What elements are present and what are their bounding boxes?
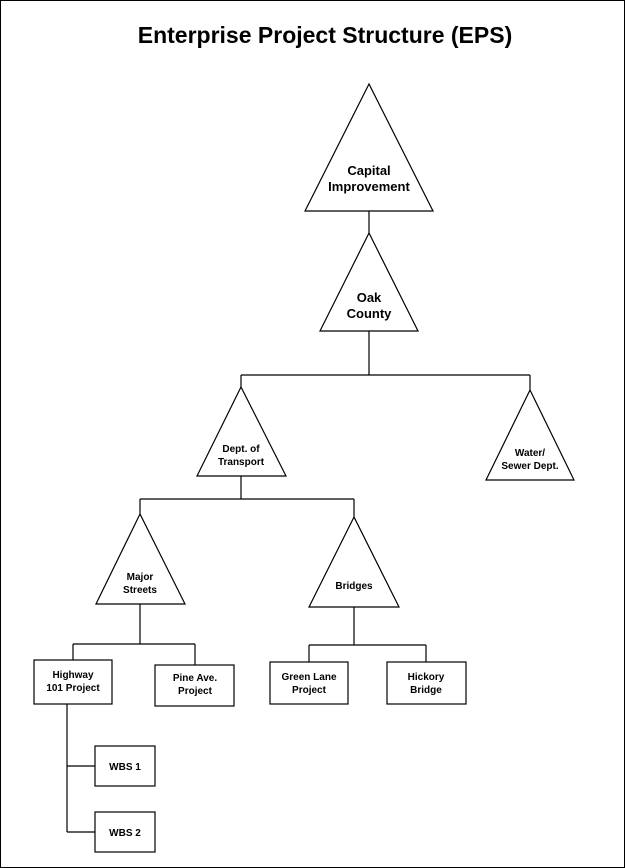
node-label-line-1: Bridges [335, 581, 373, 592]
connector-lines [66, 211, 531, 833]
node-label-line-1: Green Lane [281, 672, 336, 683]
eps-triangle [485, 388, 575, 481]
node-label-line-1: Dept. of [222, 444, 260, 455]
wbs-node-2[interactable]: WBS 2 [94, 811, 156, 853]
node-label-line-1: WBS 1 [109, 762, 141, 773]
eps-node-water-sewer-dept[interactable]: Water/ Sewer Dept. [485, 388, 575, 481]
node-label-line-2: Project [292, 685, 327, 696]
project-box [386, 661, 467, 705]
eps-node-oak-county[interactable]: Oak County [319, 231, 419, 332]
eps-triangle [304, 82, 434, 212]
node-label-line-2: Improvement [328, 179, 410, 194]
node-label-line-1: Hickory [408, 672, 445, 683]
node-label-line-1: Capital [347, 163, 390, 178]
project-node-pine-ave[interactable]: Pine Ave. Project [154, 664, 235, 707]
node-label-line-1: Highway [52, 670, 94, 681]
eps-node-capital-improvement[interactable]: Capital Improvement [304, 82, 434, 212]
eps-node-major-streets[interactable]: Major Streets [95, 512, 186, 605]
node-label-line-2: Sewer Dept. [501, 461, 558, 472]
project-node-green-lane[interactable]: Green Lane Project [269, 661, 349, 705]
eps-triangle [319, 231, 419, 332]
eps-node-dept-of-transport[interactable]: Dept. of Transport [196, 385, 287, 477]
node-label-line-2: Bridge [410, 685, 442, 696]
node-label-line-2: County [347, 306, 393, 321]
wbs-node-1[interactable]: WBS 1 [94, 745, 156, 787]
node-label-line-1: Major [127, 572, 154, 583]
eps-triangle [308, 515, 400, 608]
project-node-highway-101[interactable]: Highway 101 Project [33, 659, 113, 705]
wbs-box [94, 811, 156, 853]
node-label-line-1: Oak [357, 290, 382, 305]
diagram-title: Enterprise Project Structure (EPS) [137, 22, 513, 48]
node-label-line-2: Transport [218, 457, 265, 468]
node-label-line-2: Streets [123, 585, 157, 596]
project-box [154, 664, 235, 707]
project-box [269, 661, 349, 705]
node-label-line-1: Water/ [515, 448, 545, 459]
node-label-line-2: 101 Project [46, 683, 100, 694]
eps-triangle [196, 385, 287, 477]
node-label-line-1: WBS 2 [109, 828, 141, 839]
wbs-box [94, 745, 156, 787]
node-label-line-2: Project [178, 686, 213, 697]
node-label-line-1: Pine Ave. [173, 673, 217, 684]
project-box [33, 659, 113, 705]
eps-triangle [95, 512, 186, 605]
project-node-hickory-bridge[interactable]: Hickory Bridge [386, 661, 467, 705]
eps-node-bridges[interactable]: Bridges [308, 515, 400, 608]
